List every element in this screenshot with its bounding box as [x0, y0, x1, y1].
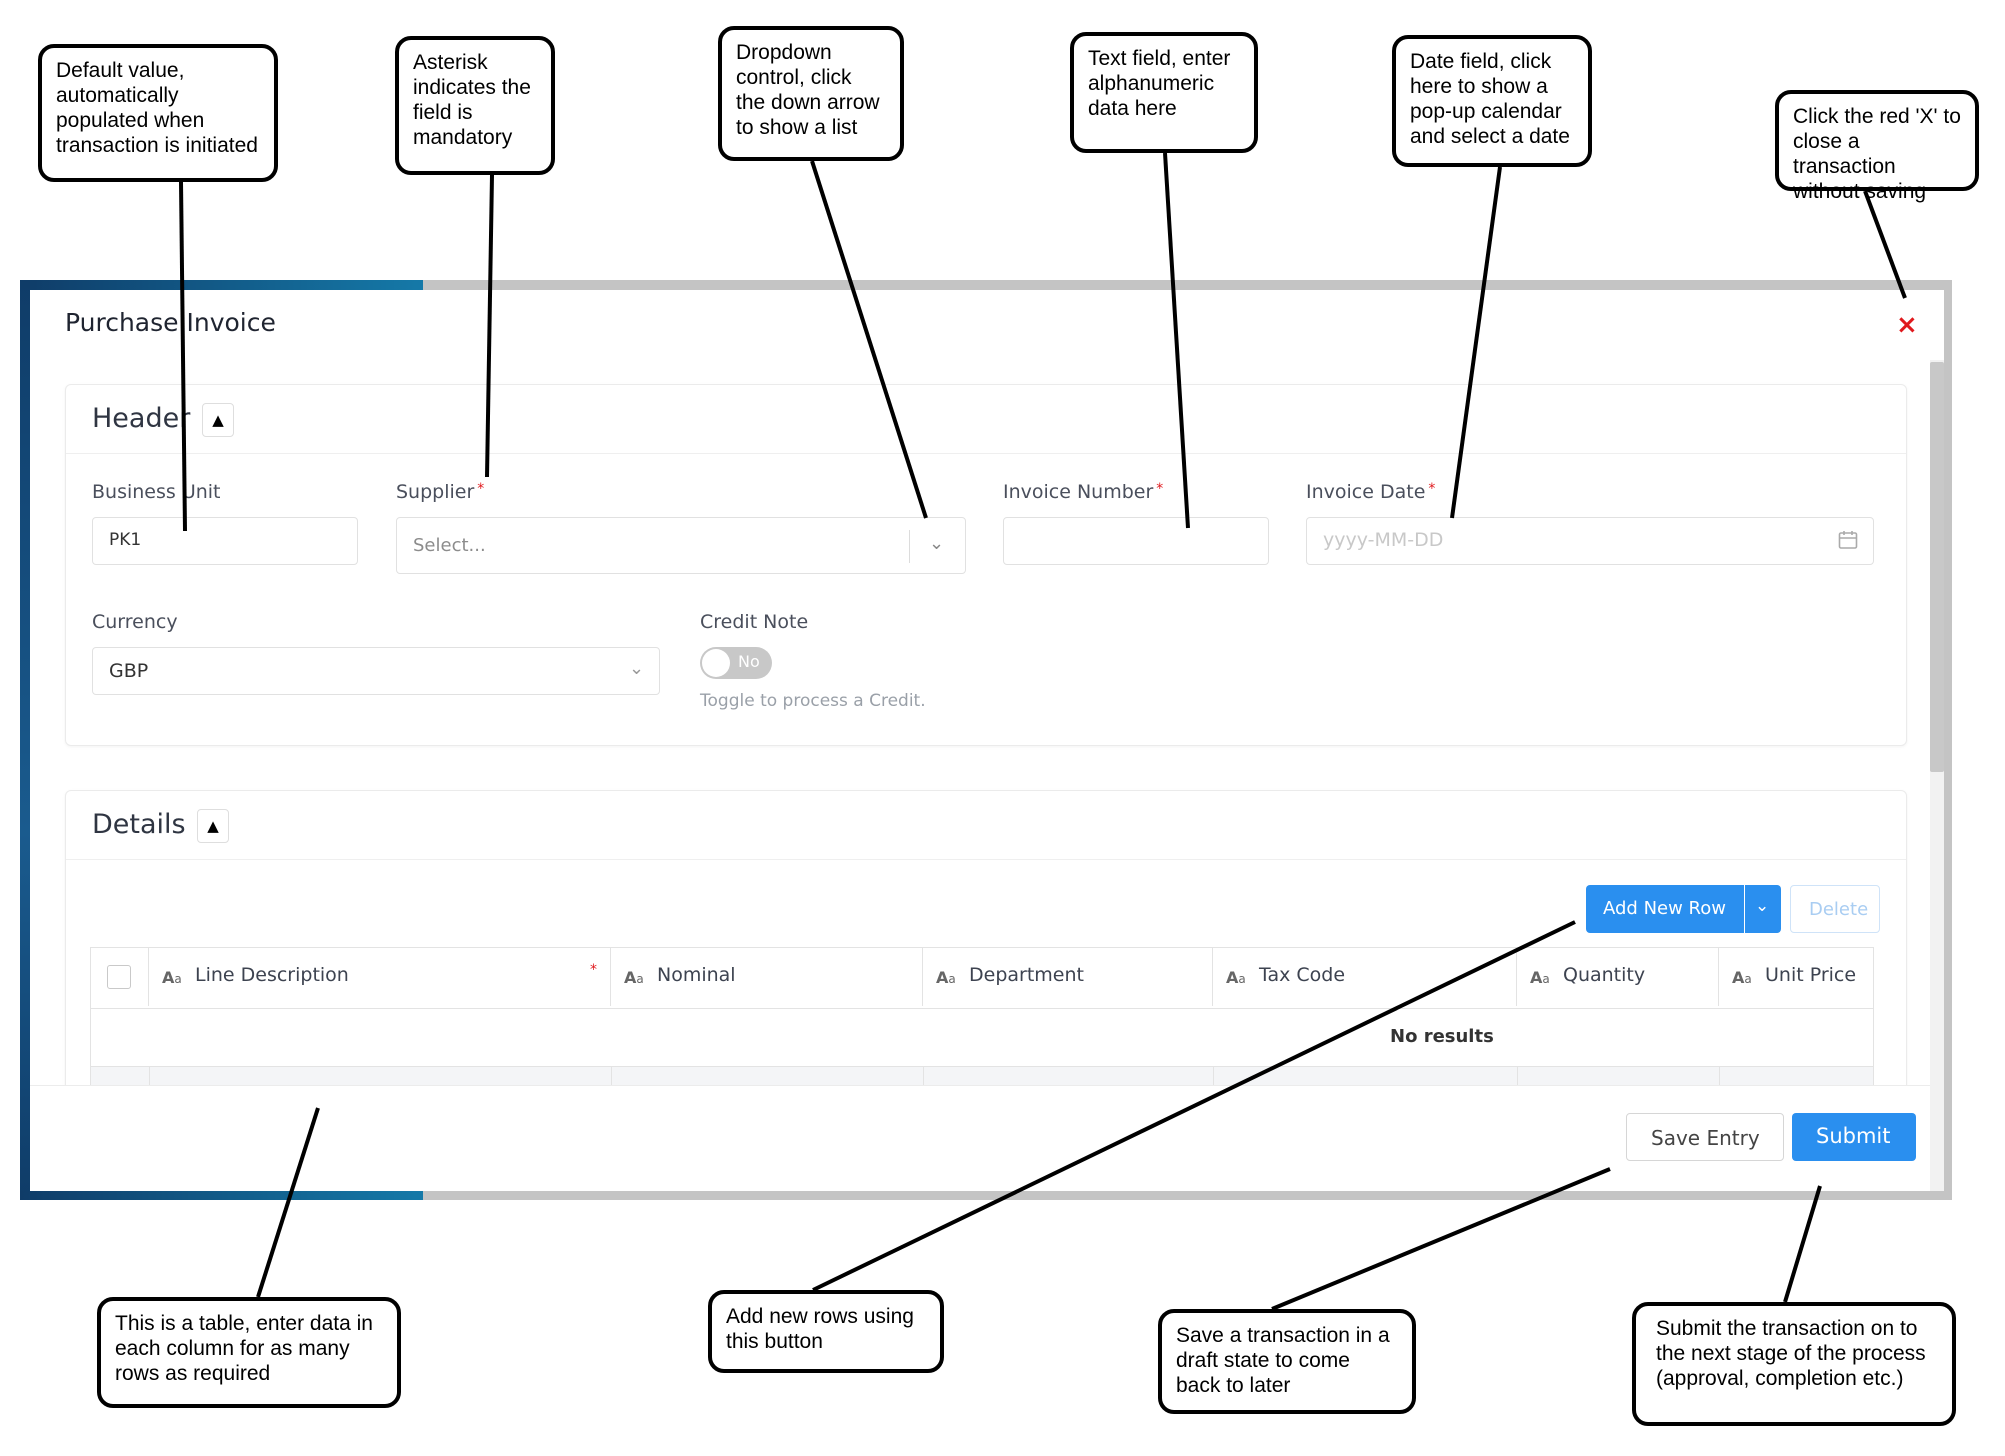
details-collapse-icon[interactable]: ▲ — [197, 809, 229, 843]
text-type-icon: Aa — [1732, 968, 1752, 987]
text-type-icon: Aa — [936, 968, 956, 987]
column-label: Department — [969, 964, 1084, 986]
business-unit-field[interactable]: PK1 — [92, 517, 358, 565]
invoice-number-label: Invoice Number* — [1003, 481, 1164, 503]
callout-table: This is a table, enter data in each colu… — [97, 1297, 401, 1408]
purchase-invoice-modal: Purchase Invoice × Header ▲ Business Uni… — [30, 290, 1944, 1191]
details-section-title: Details — [92, 809, 186, 840]
submit-button[interactable]: Submit — [1792, 1113, 1916, 1161]
delete-label: Delete — [1809, 899, 1869, 920]
credit-note-hint: Toggle to process a Credit. — [700, 691, 926, 711]
invoice-date-label: Invoice Date* — [1306, 481, 1436, 503]
text-type-icon: Aa — [624, 968, 644, 987]
callout-submit: Submit the transaction on to the next st… — [1632, 1302, 1956, 1426]
window-frame-right — [1944, 280, 1952, 1200]
add-new-row-label: Add New Row — [1603, 898, 1726, 919]
delete-button[interactable]: Delete — [1790, 885, 1880, 933]
required-asterisk: * — [477, 481, 485, 497]
supplier-dropdown[interactable]: Select... ⌄ — [396, 517, 966, 574]
toggle-value: No — [738, 652, 760, 671]
column-header[interactable]: Aa Nominal — [611, 948, 923, 1006]
column-label: Nominal — [657, 964, 736, 986]
callout-dropdown: Dropdown control, click the down arrow t… — [718, 26, 904, 161]
chevron-down-icon[interactable]: ⌄ — [629, 658, 645, 679]
text-type-icon: Aa — [1530, 968, 1550, 987]
column-label: Line Description — [195, 964, 349, 986]
window-frame-left — [20, 280, 30, 1200]
invoice-date-placeholder: yyyy-MM-DD — [1323, 529, 1444, 551]
credit-note-label: Credit Note — [700, 611, 809, 633]
text-type-icon: Aa — [1226, 968, 1246, 987]
add-row-options-button[interactable]: ⌄ — [1745, 885, 1781, 933]
header-card-head: Header ▲ — [66, 385, 1906, 454]
callout-close-x: Click the red 'X' to close a transaction… — [1775, 90, 1979, 203]
required-asterisk: * — [1428, 481, 1436, 497]
save-entry-label: Save Entry — [1651, 1126, 1760, 1150]
column-label: Quantity — [1563, 964, 1646, 986]
close-icon[interactable]: × — [1896, 310, 1918, 340]
column-header[interactable]: Aa Line Description * — [149, 948, 611, 1006]
required-asterisk: * — [1156, 481, 1164, 497]
save-entry-button[interactable]: Save Entry — [1626, 1113, 1784, 1161]
empty-state-message: No results — [1390, 1026, 1494, 1047]
column-header[interactable]: Aa Quantity — [1517, 948, 1719, 1006]
window-frame-accent — [20, 280, 423, 290]
column-label: Tax Code — [1259, 964, 1346, 986]
calendar-icon[interactable] — [1838, 530, 1858, 550]
invoice-number-field[interactable] — [1003, 517, 1269, 565]
window-frame-bottom-accent — [20, 1191, 423, 1200]
column-label: Unit Price — [1765, 964, 1857, 986]
column-header[interactable]: Aa Tax Code — [1213, 948, 1517, 1006]
submit-label: Submit — [1816, 1124, 1891, 1148]
pointer-line — [1783, 1185, 1822, 1303]
page-title: Purchase Invoice — [65, 308, 276, 337]
header-collapse-icon[interactable]: ▲ — [202, 403, 234, 437]
window-frame-top — [20, 280, 1952, 290]
column-header[interactable]: Aa Department — [923, 948, 1213, 1006]
callout-save-draft: Save a transaction in a draft state to c… — [1158, 1309, 1416, 1414]
callout-asterisk: Asterisk indicates the field is mandator… — [395, 36, 555, 175]
currency-label: Currency — [92, 611, 178, 633]
column-header[interactable]: Aa Unit Price — [1719, 948, 1873, 1006]
business-unit-value: PK1 — [109, 530, 142, 550]
callout-text-field: Text field, enter alphanumeric data here — [1070, 32, 1258, 153]
text-type-icon: Aa — [162, 968, 182, 987]
select-all-checkbox[interactable] — [107, 965, 131, 989]
toggle-knob — [702, 649, 730, 677]
header-section-title: Header — [92, 403, 191, 434]
select-all-header — [91, 948, 149, 1006]
required-asterisk: * — [590, 962, 597, 978]
supplier-label: Supplier* — [396, 481, 485, 503]
modal-footer: Save Entry Submit — [30, 1085, 1930, 1191]
callout-default-value: Default value, automatically populated w… — [38, 44, 278, 182]
details-card-head: Details ▲ — [66, 791, 1906, 860]
invoice-date-field[interactable]: yyyy-MM-DD — [1306, 517, 1874, 565]
scrollbar-thumb[interactable] — [1930, 362, 1944, 772]
header-card: Header ▲ Business Unit PK1 Supplier* Sel… — [65, 384, 1907, 746]
chevron-down-icon[interactable]: ⌄ — [929, 533, 945, 554]
callout-date-field: Date field, click here to show a pop-up … — [1392, 35, 1592, 167]
business-unit-label: Business Unit — [92, 481, 221, 503]
dropdown-divider — [909, 530, 910, 563]
currency-value: GBP — [109, 660, 149, 682]
callout-add-rows: Add new rows using this button — [708, 1290, 944, 1373]
chevron-down-icon: ⌄ — [1755, 896, 1770, 916]
currency-dropdown[interactable]: GBP ⌄ — [92, 647, 660, 695]
supplier-placeholder: Select... — [413, 535, 486, 556]
empty-state-row: No results — [91, 1008, 1873, 1067]
credit-note-toggle[interactable]: No — [700, 647, 772, 679]
add-new-row-button[interactable]: Add New Row — [1586, 885, 1744, 933]
